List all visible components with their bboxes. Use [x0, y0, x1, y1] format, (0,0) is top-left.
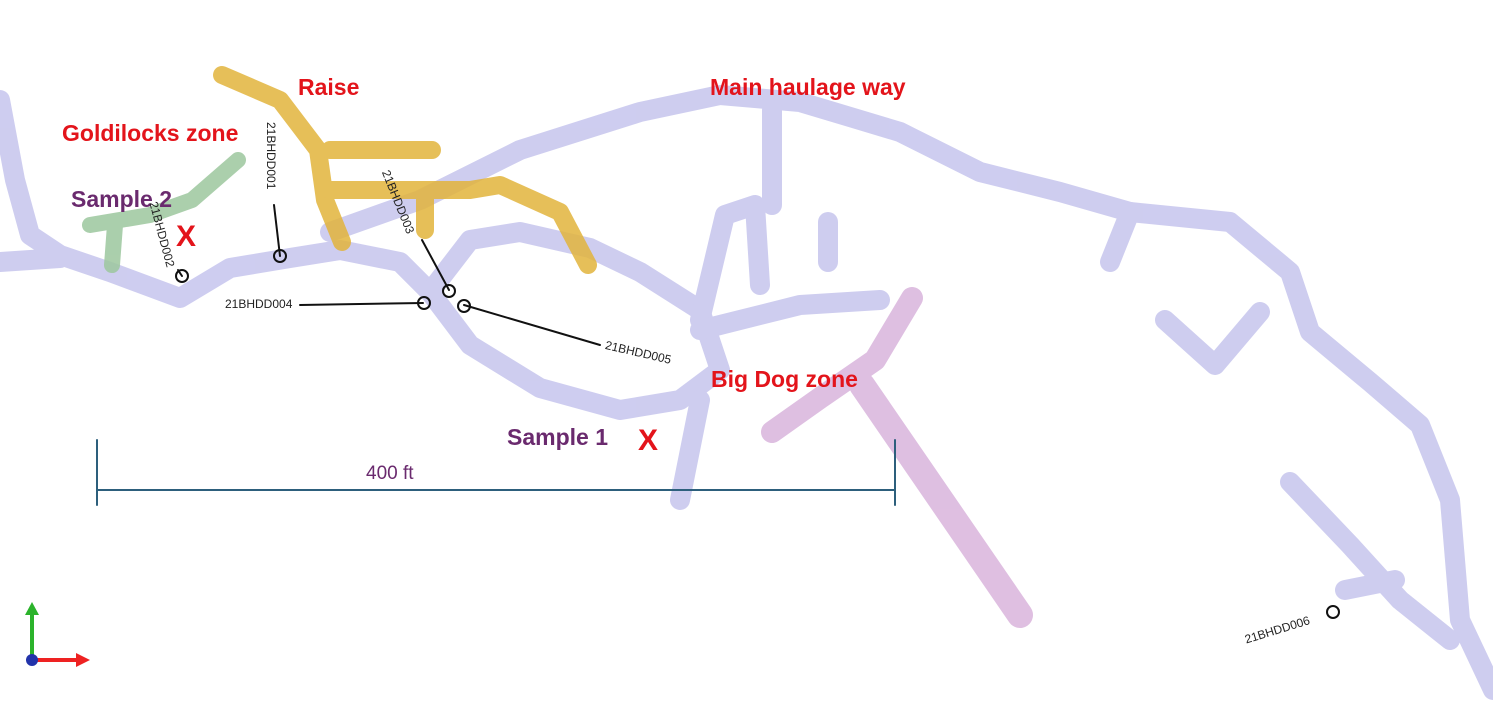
label-goldilocks-zone: Goldilocks zone [62, 120, 239, 146]
tunnel-stub2 [1335, 570, 1405, 600]
tunnel-left-drift [0, 90, 440, 308]
scale-bar [96, 439, 896, 506]
big-dog-zone-workings [761, 287, 1033, 628]
label-big-dog-zone: Big Dog zone [711, 366, 858, 392]
drill-hole-collars [175, 249, 1340, 619]
collar-21BHDD003 [442, 284, 456, 298]
drill-hole-traces [177, 204, 601, 346]
goldilocks-zone-workings [82, 152, 246, 273]
sample-1-marker: X [638, 424, 659, 457]
scale-bar-label: 400 ft [366, 463, 414, 484]
collar-21BHDD006 [1326, 605, 1340, 619]
sample-2-marker: X [176, 220, 197, 253]
collar-21BHDD005 [457, 299, 471, 313]
label-sample-2: Sample 2 [71, 186, 172, 212]
tunnel-lower-loop [420, 222, 730, 420]
tunnel-stub [1155, 302, 1270, 375]
tunnel-main-haulage [320, 85, 1140, 272]
label-raise: Raise [298, 74, 360, 100]
label-sample-1: Sample 1 [507, 424, 608, 450]
tunnel-network [0, 85, 1493, 700]
drill-hole-label-21BHDD004: 21BHDD004 [225, 297, 293, 311]
raise-workings [213, 66, 597, 274]
tunnel-left-branch [0, 248, 70, 272]
tunnel-central-branch [690, 195, 770, 330]
axis-triad-icon [25, 602, 90, 667]
collar-21BHDD001 [273, 249, 287, 263]
drill-hole-label-21BHDD001: 21BHDD001 [264, 122, 278, 190]
tunnel-east [1120, 202, 1493, 700]
tunnel-east-branch [1280, 472, 1460, 650]
tunnel-crosscut [690, 290, 890, 340]
collar-21BHDD004 [417, 296, 431, 310]
collar-21BHDD002 [175, 269, 189, 283]
label-main-haulage-way: Main haulage way [710, 74, 906, 100]
tunnel-south-branch [670, 390, 710, 510]
